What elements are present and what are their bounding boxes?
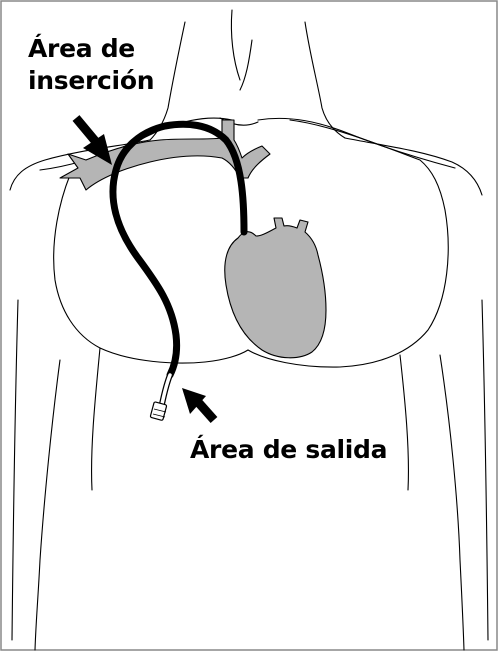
insertion-area-label: Área de inserción (28, 33, 154, 97)
right-clavicle (258, 118, 455, 168)
abdomen-left-line (92, 348, 100, 490)
left-pectoral-outline (54, 175, 248, 363)
abdomen-right-line (400, 355, 408, 490)
exit-arrow (182, 388, 214, 420)
right-torso-line (440, 355, 464, 650)
left-arm-line (12, 300, 18, 640)
left-torso-line (35, 360, 60, 650)
right-arm-line (482, 300, 488, 640)
neck-right-line (305, 22, 345, 138)
insertion-area-label-line2: inserción (28, 65, 154, 97)
heart (225, 218, 326, 358)
right-shoulder-outline (345, 138, 482, 195)
exit-area-label: Área de salida (190, 434, 387, 466)
neck-center-line-2 (240, 40, 252, 90)
neck-center-line (231, 10, 240, 80)
insertion-area-label-line1: Área de (28, 33, 154, 65)
